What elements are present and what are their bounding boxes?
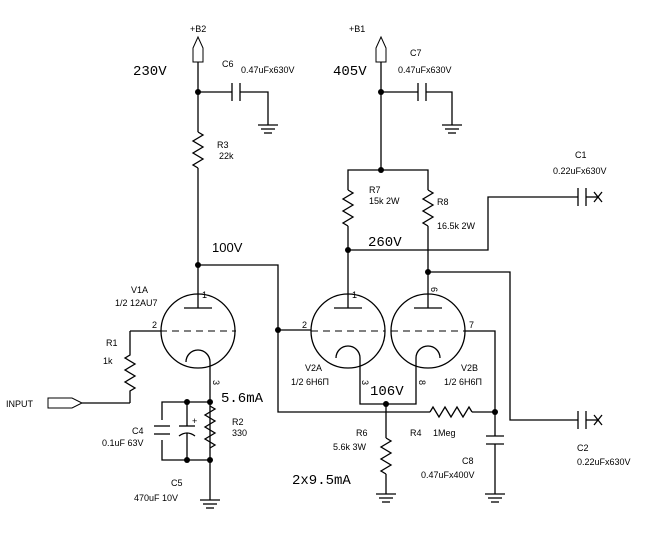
feedback-wire [277,330,430,413]
c6-ref: C6 [222,59,234,69]
v2b-grid-wire [465,330,496,412]
b2-voltage: 230V [133,64,167,80]
c4-ref: C4 [132,426,144,436]
c4-capacitor [154,420,170,440]
ground-symbol [485,493,505,503]
v2b-value: 1/2 6H6П [444,377,482,387]
pin-label: 2 [302,320,307,330]
pin-label: 6 [429,287,439,292]
c8-value: 0.47uFx400V [421,470,475,480]
r8-value: 16.5k 2W [437,221,476,231]
c2-output-wire [428,271,578,421]
v2a-value: 1/2 6H6П [291,377,329,387]
r4-value: 1Meg [433,428,456,438]
r2-resistor [203,405,217,449]
c6-capacitor [231,83,241,101]
c4-wire [161,401,210,461]
r3-value: 22k [219,151,234,161]
v2b-ref: V2B [461,363,478,373]
v1-plate-voltage: 100V [212,240,243,255]
r4-resistor [429,405,473,419]
r2-value: 330 [232,428,247,438]
pin-label: 1 [202,290,207,300]
c5-ref: C5 [171,478,183,488]
pin-label: 7 [469,320,474,330]
r1-value: 1k [103,356,113,366]
v1a-ref: V1A [131,285,148,295]
c7-ref: C7 [410,48,422,58]
b1-voltage: 405V [333,64,367,80]
r7-r8-top-wire [347,169,429,190]
c7-value: 0.47uFx630V [398,65,452,75]
v2-cathode-voltage: 106V [370,384,404,400]
r7-ref: R7 [369,185,381,195]
b1-rail-arrow [375,35,387,63]
pin-label: 3 [360,380,370,385]
pin-label: 8 [417,380,427,385]
v1a-value: 1/2 12AU7 [115,298,158,308]
pin-label: 3 [211,380,221,385]
v2-plate-voltage: 260V [368,235,402,251]
ground-symbol [200,499,220,509]
v2a-tube [310,293,386,369]
c7-capacitor [417,83,427,101]
r3-ref: R3 [217,140,229,150]
v1a-tube [160,293,236,369]
r3-resistor [191,131,205,169]
v2-cathode-current: 2x9.5mA [292,473,351,489]
c4-value: 0.1uF 63V [102,438,144,448]
r4-ref: R4 [410,428,422,438]
input-connector [47,397,84,409]
v2a-ref: V2A [305,363,322,373]
input-label: INPUT [6,399,34,409]
v2b-tube [390,293,466,369]
c7-ground-wire [426,91,453,125]
r6-ref: R6 [356,428,368,438]
r1-resistor [123,331,137,403]
c1-ref: C1 [575,150,587,160]
r6-resistor [379,437,393,475]
pin-label: 1 [352,290,357,300]
b2-rail-arrow [192,35,204,63]
c6-value: 0.47uFx630V [241,65,295,75]
r7-value: 15k 2W [369,196,400,206]
ground-symbol [442,124,462,134]
c5-value: 470uF 10V [134,493,178,503]
r6-value: 5.6k 3W [333,442,367,452]
ground-symbol [376,493,396,503]
ground-symbol [258,124,278,134]
c5-capacitor: + [178,402,197,460]
r7-resistor [341,189,355,227]
b1-rail-label: +B1 [349,24,365,34]
r8-ref: R8 [437,197,449,207]
pin-label: 2 [152,320,157,330]
c8-capacitor [486,435,504,445]
c2-ref: C2 [577,443,589,453]
c8-ref: C8 [462,456,474,466]
c1-value: 0.22uFx630V [553,166,607,176]
r8-resistor [421,189,435,227]
c2-value: 0.22uFx630V [577,457,631,467]
v1-to-v2-grid-wire [198,264,279,330]
r1-ref: R1 [106,338,118,348]
c1-capacitor [577,188,603,206]
v1-cathode-current: 5.6mA [221,391,264,407]
svg-text:+: + [192,416,197,426]
c6-ground-wire [240,91,269,125]
c2-capacitor [577,411,603,429]
r2-ref: R2 [232,417,244,427]
c1-output-wire [348,196,578,251]
b2-rail-label: +B2 [190,24,206,34]
